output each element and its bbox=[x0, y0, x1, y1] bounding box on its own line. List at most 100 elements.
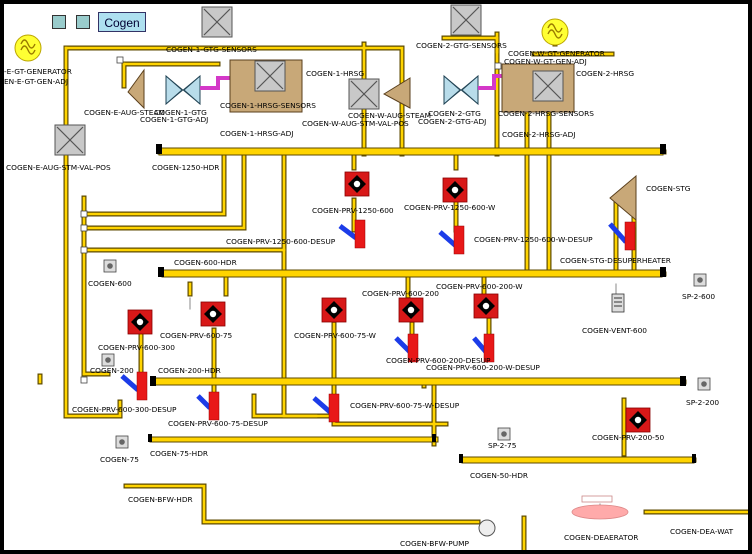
cogen-50-header-pipe[interactable] bbox=[461, 456, 695, 464]
label-prv-600-75-w-desup: COGEN-PRV-600-75-W-DESUP bbox=[350, 401, 460, 410]
label-w-generator: COGEN-W-GT-GENERATOR bbox=[508, 49, 605, 58]
stg-desuperheater[interactable] bbox=[624, 221, 636, 251]
label-sp-2-600: SP-2-600 bbox=[682, 292, 715, 301]
label-gtg2-adj: COGEN-2-GTG-ADJ bbox=[418, 117, 486, 126]
gtg2-sensors-box[interactable] bbox=[450, 4, 482, 36]
label-hrsg2-sensors: COGEN-2-HRSG-SENSORS bbox=[498, 109, 594, 118]
label-gtg1-sensors: COGEN-1-GTG-SENSORS bbox=[166, 45, 257, 54]
label-deaerator: COGEN-DEAERATOR bbox=[564, 533, 638, 542]
label-gtg2-sensors: COGEN-2-GTG-SENSORS bbox=[416, 41, 507, 50]
label-prv-1250-600-w-desup: COGEN-PRV-1250-600-W-DESUP bbox=[474, 235, 593, 244]
label-prv-1250-600-desup: COGEN-PRV-1250-600-DESUP bbox=[226, 237, 336, 246]
w-aug-steam-cone[interactable] bbox=[382, 77, 411, 109]
prv-600-75-valve[interactable] bbox=[200, 301, 226, 327]
label-sp-2-200: SP-2-200 bbox=[686, 398, 719, 407]
bfw-pump-icon[interactable] bbox=[478, 519, 496, 537]
prv-1250-600-valve[interactable] bbox=[344, 171, 370, 197]
gtg2-exhaust-duct bbox=[478, 74, 504, 90]
prv-1250-600-w-valve[interactable] bbox=[442, 177, 468, 203]
label-75-header: COGEN-75-HDR bbox=[150, 449, 208, 458]
w-aug-valve-box[interactable] bbox=[348, 78, 380, 110]
display-select-button[interactable] bbox=[52, 15, 66, 29]
w-generator-icon[interactable] bbox=[541, 18, 569, 46]
label-e-aug-valve-pos: COGEN-E-AUG-STM-VAL-POS bbox=[6, 163, 111, 172]
label-dea-water: COGEN-DEA-WAT bbox=[670, 527, 734, 536]
label-w-gen-adj: COGEN-W-GT-GEN-ADJ bbox=[504, 57, 587, 66]
cogen-200-header-pipe[interactable] bbox=[153, 377, 685, 386]
prv-200-50-valve[interactable] bbox=[625, 407, 651, 433]
sp-2-75-sample-point[interactable] bbox=[497, 427, 511, 441]
deaerator-tank[interactable] bbox=[571, 495, 629, 520]
label-cogen-600: COGEN-600 bbox=[88, 279, 132, 288]
label-cogen-75: COGEN-75 bbox=[100, 455, 139, 464]
label-prv-600-200: COGEN-PRV-600-200 bbox=[362, 289, 439, 298]
piping-diagram: COGEN-1-GTG-SENSORS COGEN-2-GTG-SENSORS … bbox=[4, 4, 748, 550]
label-bfw-header: COGEN-BFW-HDR bbox=[128, 495, 193, 504]
gtg1-sensors-box[interactable] bbox=[201, 6, 233, 38]
prv-600-200-valve[interactable] bbox=[398, 297, 424, 323]
label-e-aug-steam: COGEN-E-AUG-STEAM bbox=[84, 108, 165, 117]
hrsg1-sensors-box[interactable] bbox=[254, 60, 286, 92]
display-home-button[interactable] bbox=[76, 15, 90, 29]
cogen-200-sample-point[interactable] bbox=[101, 353, 115, 367]
e-generator-icon[interactable] bbox=[14, 34, 42, 62]
label-bfw-pump: COGEN-BFW-PUMP bbox=[400, 539, 470, 548]
prv-1250-600-desup[interactable] bbox=[354, 219, 366, 249]
cogen-600-sample-point[interactable] bbox=[103, 259, 117, 273]
gtg1-icon[interactable] bbox=[165, 75, 201, 105]
e-aug-valve-box[interactable] bbox=[54, 124, 86, 156]
prv-600-75-desup[interactable] bbox=[208, 391, 220, 421]
sp-2-200-sample-point[interactable] bbox=[697, 377, 711, 391]
label-prv-600-200-w: COGEN-PRV-600-200-W bbox=[436, 282, 523, 291]
vent-600-icon[interactable] bbox=[611, 293, 625, 313]
label-hrsg2: COGEN-2-HRSG bbox=[576, 69, 634, 78]
label-w-aug-valve-pos: COGEN-W-AUG-STM-VAL-POS bbox=[302, 119, 409, 128]
stg-turbine-icon[interactable] bbox=[609, 174, 637, 222]
cogen-1250-header-pipe[interactable] bbox=[158, 147, 664, 156]
cogen-75-header-pipe[interactable] bbox=[149, 436, 439, 443]
label-hrsg1-adj: COGEN-1-HRSG-ADJ bbox=[220, 129, 293, 138]
label-prv-200-50: COGEN-PRV-200-50 bbox=[592, 433, 665, 442]
label-hrsg1-sensors: COGEN-1-HRSG-SENSORS bbox=[220, 101, 316, 110]
label-stg-desuperheater: COGEN-STG-DESUPERHEATER bbox=[560, 256, 671, 265]
prv-600-200-w-valve[interactable] bbox=[473, 293, 499, 319]
sp-2-600-sample-point[interactable] bbox=[693, 273, 707, 287]
process-diagram-canvas: Cogen bbox=[4, 4, 748, 550]
label-prv-600-300-desup: COGEN-PRV-600-300-DESUP bbox=[72, 405, 177, 414]
e-aug-steam-cone[interactable] bbox=[127, 68, 145, 110]
label-prv-600-200-w-desup: COGEN-PRV-600-200-W-DESUP bbox=[426, 363, 540, 372]
label-e-generator: -E-GT-GENERATOR bbox=[4, 67, 72, 76]
cogen-75-sample-point[interactable] bbox=[115, 435, 129, 449]
label-stg: COGEN-STG bbox=[646, 184, 691, 193]
hrsg2-sensors-box[interactable] bbox=[532, 70, 564, 102]
prv-600-300-desup[interactable] bbox=[136, 371, 148, 401]
label-cogen-200: COGEN-200 bbox=[90, 366, 134, 375]
label-hrsg1: COGEN-1-HRSG bbox=[306, 69, 364, 78]
label-prv-600-75: COGEN-PRV-600-75 bbox=[160, 331, 233, 340]
label-gtg1-adj: COGEN-1-GTG-ADJ bbox=[140, 115, 208, 124]
prv-600-300-valve[interactable] bbox=[127, 309, 153, 335]
label-600-header: COGEN-600-HDR bbox=[174, 258, 237, 267]
label-w-aug-steam: COGEN-W-AUG-STEAM bbox=[348, 111, 431, 120]
prv-600-75-w-desup[interactable] bbox=[328, 393, 340, 423]
prv-1250-600-w-desup[interactable] bbox=[453, 225, 465, 255]
headers bbox=[148, 144, 696, 464]
label-prv-600-75-desup: COGEN-PRV-600-75-DESUP bbox=[168, 419, 268, 428]
label-prv-1250-600: COGEN-PRV-1250-600 bbox=[312, 206, 394, 215]
gtg1-exhaust-duct bbox=[200, 76, 230, 90]
label-prv-1250-600-w: COGEN-PRV-1250-600-W bbox=[404, 203, 496, 212]
labels: COGEN-1-GTG-SENSORS COGEN-2-GTG-SENSORS … bbox=[4, 41, 734, 548]
label-gtg1: COGEN-1-GTG bbox=[154, 108, 207, 117]
label-vent-600: COGEN-VENT-600 bbox=[582, 326, 647, 335]
cogen-600-header-pipe[interactable] bbox=[161, 269, 663, 278]
label-200-header: COGEN-200-HDR bbox=[158, 366, 221, 375]
label-1250-header: COGEN-1250-HDR bbox=[152, 163, 219, 172]
label-hrsg2-adj: COGEN-2-HRSG-ADJ bbox=[502, 130, 575, 139]
cogen-display-button[interactable]: Cogen bbox=[98, 12, 146, 32]
label-prv-600-300: COGEN-PRV-600-300 bbox=[98, 343, 175, 352]
prv-600-75-w-valve[interactable] bbox=[321, 297, 347, 323]
label-gtg2: COGEN-2-GTG bbox=[428, 109, 481, 118]
desuperheaters bbox=[120, 219, 636, 423]
gtg2-icon[interactable] bbox=[443, 75, 479, 105]
